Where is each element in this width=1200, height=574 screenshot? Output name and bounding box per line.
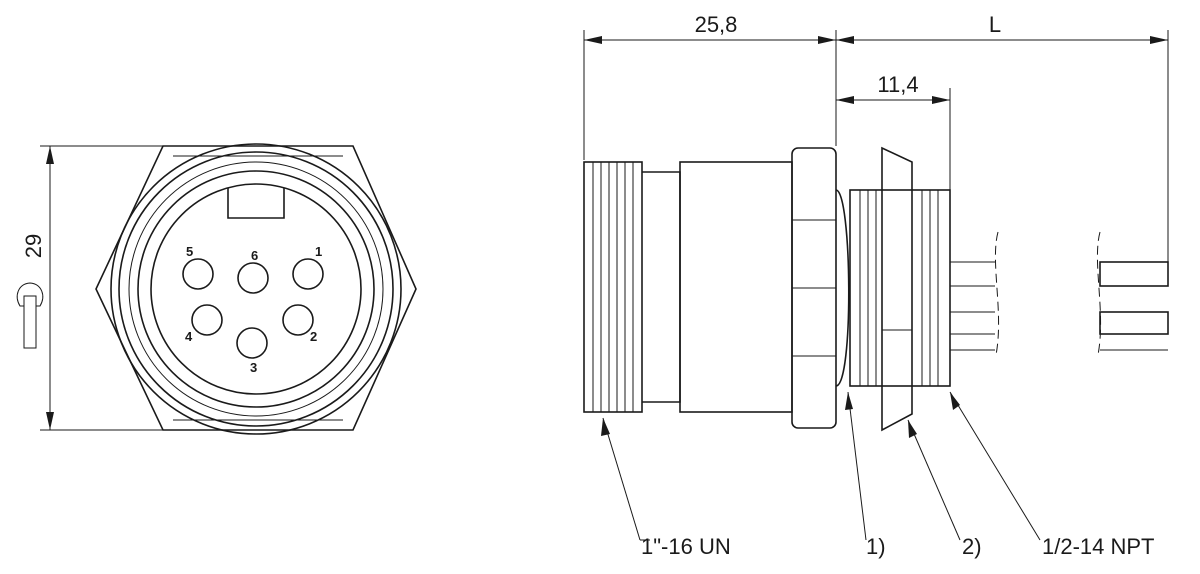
callout-rear-thread: 1/2-14 NPT	[949, 391, 1155, 559]
front-view: 1 2 3 4 5 6 29	[16, 143, 417, 435]
body-cylinder	[679, 161, 793, 413]
callout-rear-thread-label: 1/2-14 NPT	[1042, 534, 1155, 559]
overall-length-dimension: L	[836, 12, 1169, 262]
pin-label-1: 1	[315, 244, 322, 259]
front-length-label: 25,8	[695, 12, 738, 37]
cable-wires	[950, 231, 1169, 356]
pin-4	[191, 304, 223, 336]
thread-length-label: 11,4	[877, 72, 918, 97]
front-thread-body	[583, 161, 643, 413]
callout-note-1-label: 1)	[866, 534, 886, 559]
callout-note-2: 2)	[907, 419, 982, 559]
callout-front-thread: 1"-16 UN	[601, 417, 731, 559]
side-view: 25,8 L 11,4 1"-16 UN 1)	[583, 12, 1169, 559]
pin-label-4: 4	[185, 329, 193, 344]
pin-label-5: 5	[186, 244, 193, 259]
pin-label-3: 3	[250, 360, 257, 375]
height-dimension: 29	[21, 145, 163, 431]
overall-length-label: L	[989, 12, 1001, 37]
hex-nut-outline	[95, 145, 417, 431]
outer-thread-circle	[110, 143, 402, 435]
pin-5	[182, 258, 214, 290]
rear-thread-section	[849, 189, 951, 387]
wrench-icon	[16, 282, 44, 349]
callout-front-thread-label: 1"-16 UN	[641, 534, 731, 559]
pin-label-6: 6	[251, 248, 258, 263]
pin-1	[292, 258, 324, 290]
pin-2	[282, 304, 314, 336]
pin-label-2: 2	[310, 329, 317, 344]
thread-length-dimension: 11,4	[836, 72, 951, 190]
pin-6	[237, 262, 269, 294]
callout-note-2-label: 2)	[962, 534, 982, 559]
coding-key-notch	[227, 188, 285, 219]
height-dimension-label: 29	[21, 234, 46, 258]
insert-face-circle	[150, 183, 362, 395]
callout-note-1: 1)	[845, 391, 886, 559]
o-ring	[835, 189, 850, 387]
pin-3	[236, 327, 268, 359]
lock-washer	[881, 146, 913, 432]
front-length-dimension: 25,8	[583, 12, 837, 160]
